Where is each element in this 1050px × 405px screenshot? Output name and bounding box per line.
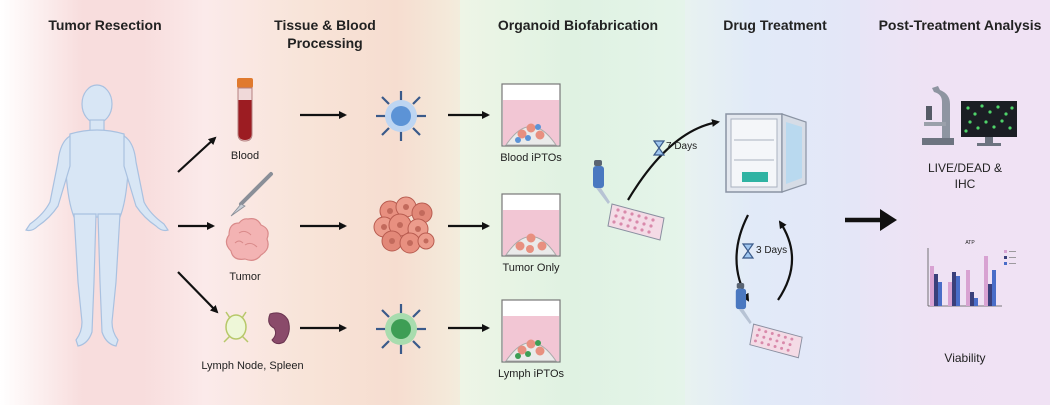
pipette-icon (735, 283, 752, 325)
organoid-well-icon (501, 193, 561, 257)
label-tumor-only: Tumor Only (502, 262, 560, 274)
label-lymph-iptos: Lymph iPTOs (497, 368, 565, 380)
lymph-node-icon (223, 311, 249, 343)
immune-cell-icon (376, 91, 426, 141)
band-processing (205, 0, 460, 405)
label-blood: Blood (230, 150, 260, 162)
tumor-icon (225, 218, 269, 261)
pipette-icon (593, 160, 610, 204)
label-three-days: 3 Days (756, 245, 788, 256)
well-plate-icon (749, 323, 803, 359)
microscope-icon (922, 86, 954, 145)
immune-cell-icon (376, 304, 426, 354)
header-drug-treatment: Drug Treatment (723, 17, 827, 33)
bar-chart-icon: ATP (927, 240, 1016, 307)
band-analysis (860, 0, 1050, 405)
label-blood-iptos: Blood iPTOs (500, 152, 562, 164)
hourglass-icon (741, 243, 755, 259)
header-post-treatment: Post-Treatment Analysis (878, 17, 1042, 33)
blood-tube-icon (237, 78, 253, 142)
label-seven-days: 7 Days (666, 141, 698, 152)
arrow-to-lymph (177, 271, 219, 314)
well-plate-icon (607, 203, 665, 241)
header-tumor-resection: Tumor Resection (48, 17, 162, 33)
incubator-icon (725, 113, 807, 193)
atp-title: ATP (965, 240, 975, 246)
label-tumor: Tumor (229, 271, 261, 283)
header-processing-line1: Tissue & Blood (274, 17, 376, 33)
human-body-icon (25, 84, 169, 347)
label-viability: Viability (944, 351, 986, 365)
monitor-icon (961, 101, 1017, 146)
organoid-well-icon (501, 299, 561, 363)
arrow-to-incubator (627, 119, 720, 201)
spleen-icon (268, 312, 290, 345)
arrow-cycle-up (777, 220, 794, 301)
tumor-cluster-icon (373, 196, 435, 254)
header-organoid: Organoid Biofabrication (497, 17, 659, 33)
label-live-dead-line1: LIVE/DEAD & (927, 161, 1003, 175)
organoid-well-icon (501, 83, 561, 147)
header-processing-line2: Processing (287, 35, 363, 51)
label-live-dead-line2: IHC (954, 177, 976, 191)
band-organoid (460, 0, 685, 405)
arrow-to-analysis-head (880, 209, 897, 231)
label-lymph-spleen: Lymph Node, Spleen (201, 360, 304, 372)
arrow-to-blood (177, 136, 217, 173)
hourglass-icon (652, 140, 666, 156)
scalpel-icon (230, 172, 273, 217)
